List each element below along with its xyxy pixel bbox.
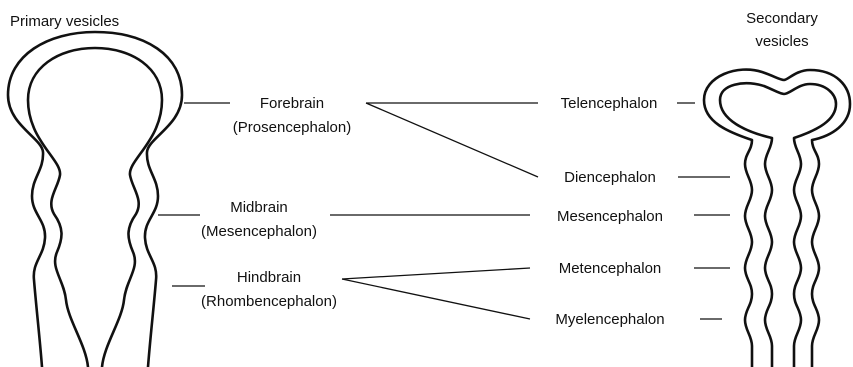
secondary-vesicles-heading-line1: Secondary — [746, 10, 818, 27]
metencephalon-label: Metencephalon — [559, 260, 662, 277]
secondary-vesicle-tube — [702, 68, 852, 367]
hindbrain-label: Hindbrain — [237, 269, 301, 286]
primary-tube-outer-wall — [6, 30, 184, 367]
mesencephalon-primary-label: (Mesencephalon) — [201, 223, 317, 240]
hindbrain-to-myelencephalon-line — [341, 278, 531, 320]
primary-vesicles-heading: Primary vesicles — [10, 13, 119, 30]
myelencephalon-label: Myelencephalon — [555, 311, 664, 328]
rhombencephalon-label: (Rhombencephalon) — [201, 293, 337, 310]
primary-vesicle-tube — [6, 30, 184, 367]
prosencephalon-label: (Prosencephalon) — [233, 119, 351, 136]
forebrain-label: Forebrain — [260, 95, 324, 112]
forebrain-to-diencephalon-line — [365, 102, 539, 178]
mesencephalon-secondary-label: Mesencephalon — [557, 208, 663, 225]
telencephalon-label: Telencephalon — [561, 95, 658, 112]
midbrain-label: Midbrain — [230, 199, 288, 216]
secondary-vesicles-heading-line2: vesicles — [755, 33, 808, 50]
primary-tube-inner-wall — [26, 46, 164, 367]
secondary-tube-outer-wall — [702, 68, 852, 367]
diencephalon-label: Diencephalon — [564, 169, 656, 186]
hindbrain-to-metencephalon-line — [341, 267, 531, 280]
secondary-tube-inner-wall — [718, 82, 838, 367]
